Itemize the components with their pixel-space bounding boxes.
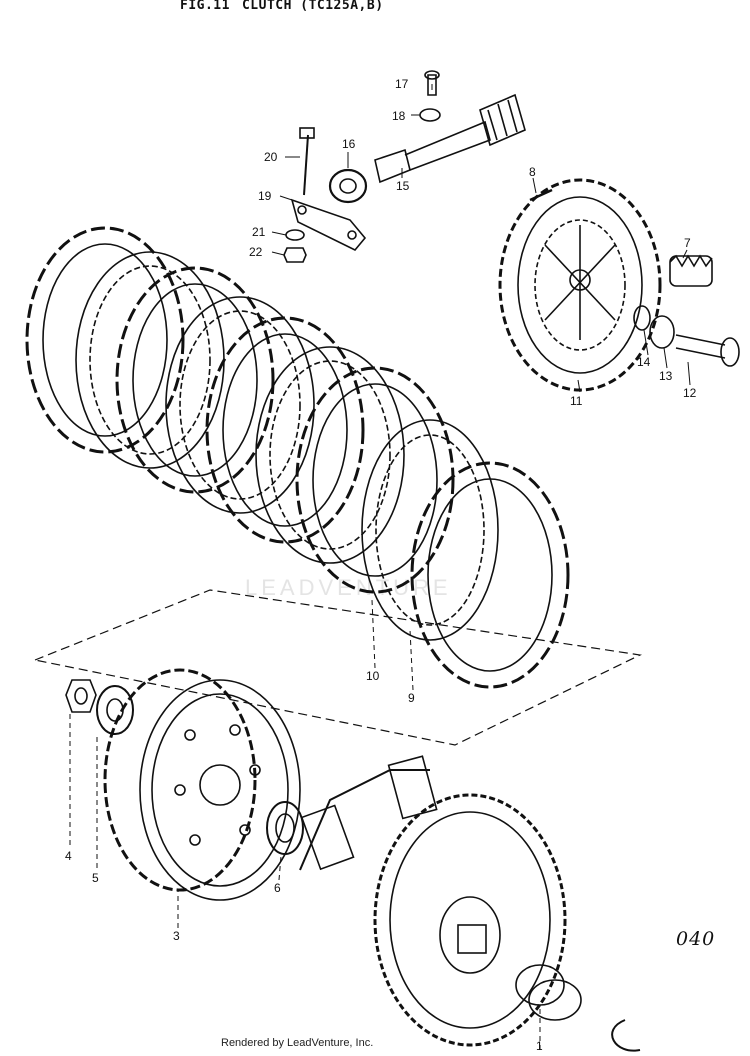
callout-9: 9 xyxy=(408,691,415,705)
clutch-spring xyxy=(669,254,713,268)
figure-number: FIG.11 xyxy=(180,0,230,13)
callout-22: 22 xyxy=(249,245,263,259)
screw-17 xyxy=(427,74,437,96)
render-credit: Rendered by LeadVenture, Inc. xyxy=(221,1037,374,1049)
spring-holder-13 xyxy=(649,315,675,349)
pressure-plate xyxy=(498,178,662,392)
clutch-plate-stack xyxy=(25,226,570,689)
callout-15: 15 xyxy=(396,179,410,193)
pin-8 xyxy=(529,188,553,202)
callout-20: 20 xyxy=(264,150,278,164)
callout-1: 1 xyxy=(536,1039,543,1053)
plain-plate xyxy=(361,419,499,641)
lock-washer xyxy=(96,685,134,735)
callout-7: 7 xyxy=(684,236,691,250)
bolt-12 xyxy=(675,334,726,359)
leader-lines xyxy=(69,84,691,1050)
friction-plate xyxy=(25,226,185,454)
bearing-16 xyxy=(328,168,368,204)
callout-19: 19 xyxy=(258,189,272,203)
assembly-outline xyxy=(34,589,642,746)
release-shaft xyxy=(374,93,526,184)
friction-plate xyxy=(205,316,365,544)
callout-5: 5 xyxy=(92,871,99,885)
thrust-washer xyxy=(266,801,304,855)
sleeve-hub xyxy=(103,668,301,901)
callout-8: 8 xyxy=(529,165,536,179)
callout-3: 3 xyxy=(173,929,180,943)
callout-4: 4 xyxy=(65,849,72,863)
callout-12: 12 xyxy=(683,386,697,400)
page-code: 040 xyxy=(676,928,716,950)
primary-driven-gear xyxy=(299,755,567,1047)
figure-title: FIG.11 CLUTCH (TC125A,B) xyxy=(180,0,396,13)
callout-6: 6 xyxy=(274,881,281,895)
callout-13: 13 xyxy=(659,369,673,383)
washer-18 xyxy=(419,108,441,122)
callout-labels: 17 18 16 15 20 19 21 22 8 7 14 13 12 11 … xyxy=(65,77,697,1053)
callout-21: 21 xyxy=(252,225,266,239)
callout-16: 16 xyxy=(342,137,356,151)
friction-plate xyxy=(295,366,455,594)
callout-10: 10 xyxy=(366,669,380,683)
friction-plate xyxy=(410,461,570,689)
washer-21 xyxy=(285,229,305,241)
release-lever xyxy=(290,198,367,251)
bolt-20 xyxy=(303,134,309,196)
callout-11: 11 xyxy=(570,394,583,408)
clutch-nut xyxy=(65,679,97,713)
callout-18: 18 xyxy=(392,109,406,123)
callout-14: 14 xyxy=(637,355,651,369)
friction-plate xyxy=(115,266,275,494)
nut-22 xyxy=(283,247,307,263)
plain-plate xyxy=(255,346,405,564)
figure-name: CLUTCH (TC125A,B) xyxy=(241,0,384,13)
plain-plate xyxy=(165,296,315,514)
circlip xyxy=(611,1019,641,1052)
washer-14 xyxy=(633,305,651,331)
spacer xyxy=(515,964,565,1006)
callout-17: 17 xyxy=(395,77,409,91)
